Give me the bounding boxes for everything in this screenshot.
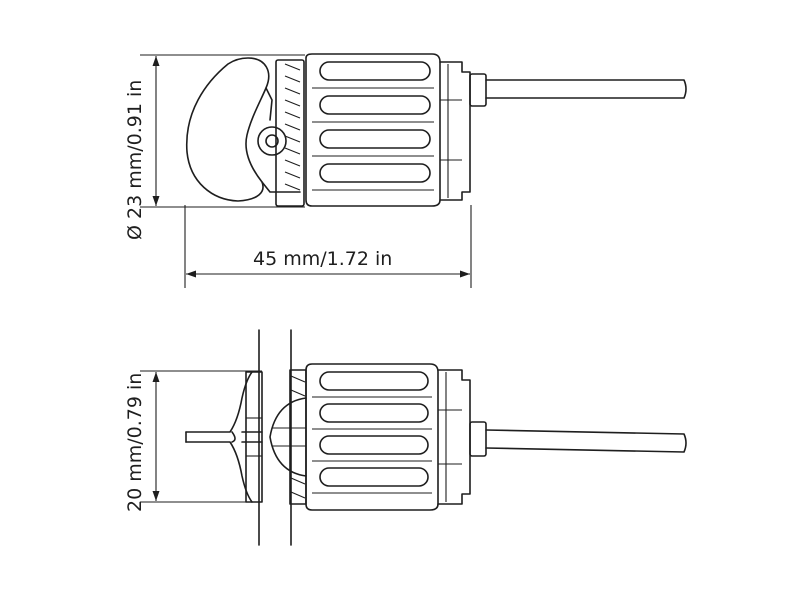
cable (485, 429, 687, 453)
top-height-label: Ø 23 mm/0.91 in (124, 80, 146, 240)
nut-grip-ridges (312, 371, 432, 494)
bottom-view: 20 mm/0.79 in (124, 329, 687, 546)
contact-dome (269, 397, 307, 477)
nut-grip-ridges (312, 61, 434, 191)
top-view: Ø 23 mm/0.91 in 45 mm/1.72 in (124, 53, 687, 288)
rear-housing (437, 369, 471, 505)
thread (284, 63, 301, 191)
bottom-height-label: 20 mm/0.79 in (124, 373, 146, 512)
lever-pivot (257, 126, 287, 156)
strain-relief (469, 421, 487, 457)
top-width-label: 45 mm/1.72 in (253, 248, 392, 270)
strain-relief (469, 73, 487, 107)
cable (485, 79, 687, 99)
rear-housing (439, 61, 471, 201)
locking-lever (185, 57, 270, 202)
lever-profile (185, 371, 263, 503)
thread (289, 369, 307, 505)
